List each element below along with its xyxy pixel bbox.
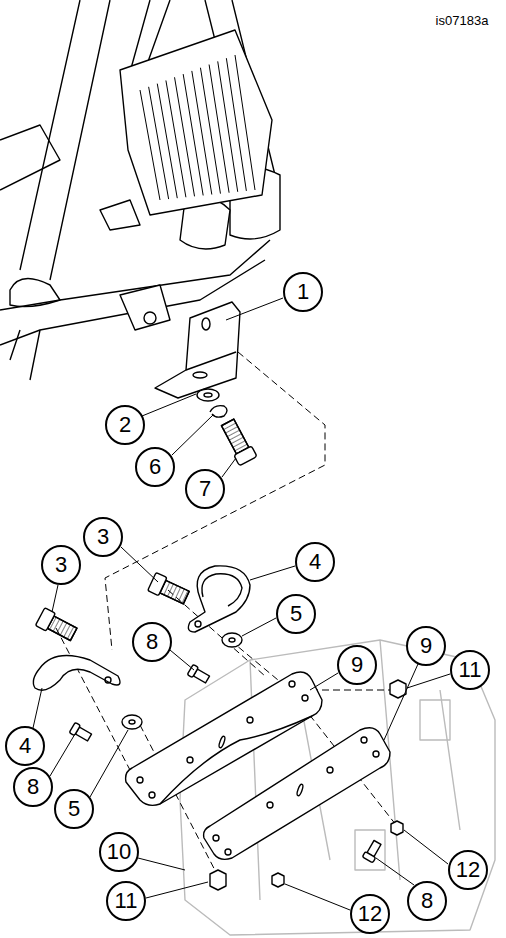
- mounting-bracket: [155, 302, 240, 398]
- callout-text: 5: [290, 603, 302, 625]
- callout-number: 7: [185, 469, 225, 509]
- assembly-line: [56, 352, 400, 880]
- callout-number: 11: [450, 650, 490, 690]
- callout-text: 10: [107, 841, 131, 863]
- callout-number: 4: [5, 726, 45, 766]
- bolt: [219, 418, 257, 466]
- callout-number: 8: [132, 622, 172, 662]
- leader-line: [33, 298, 450, 910]
- callout-text: 5: [68, 798, 80, 820]
- callout-number: 10: [99, 832, 139, 872]
- callout-number: 12: [350, 894, 390, 934]
- callout-text: 7: [199, 478, 211, 500]
- tool-pouch: [180, 640, 495, 935]
- callout-number: 9: [337, 645, 377, 685]
- callout-text: 12: [456, 859, 480, 881]
- callout-text: 12: [358, 903, 382, 925]
- pipe-clamp: [33, 656, 120, 691]
- callout-text: 3: [97, 526, 109, 548]
- callout-number: 3: [41, 545, 81, 585]
- figure-id: is07183a: [436, 13, 489, 28]
- callout-text: 11: [459, 659, 482, 681]
- callout-text: 4: [309, 551, 321, 573]
- callout-text: 3: [55, 554, 67, 576]
- flat-washer: [197, 389, 219, 401]
- callout-number: 2: [105, 405, 145, 445]
- callout-number: 5: [54, 789, 94, 829]
- callout-number: 4: [295, 542, 335, 582]
- callout-text: 4: [19, 735, 31, 757]
- callout-text: 2: [119, 414, 131, 436]
- callout-number: 1: [283, 272, 323, 312]
- callout-number: 11: [106, 881, 146, 921]
- callout-text: 8: [146, 631, 158, 653]
- callout-text: 11: [115, 890, 138, 912]
- callout-text: 9: [351, 654, 363, 676]
- mounting-plate: [204, 728, 390, 860]
- voltage-regulator: [120, 30, 272, 215]
- callout-text: 1: [297, 281, 309, 303]
- callout-number: 12: [448, 850, 488, 890]
- callout-text: 8: [27, 776, 39, 798]
- bolt: [35, 608, 78, 643]
- callout-number: 8: [13, 767, 53, 807]
- callout-number: 5: [276, 594, 316, 634]
- callout-text: 9: [420, 635, 432, 657]
- pipe-clamp: [188, 566, 250, 632]
- callout-number: 9: [406, 626, 446, 666]
- callout-number: 8: [407, 881, 447, 921]
- callout-number: 3: [83, 517, 123, 557]
- callout-number: 6: [135, 447, 175, 487]
- callout-text: 8: [421, 890, 433, 912]
- callout-text: 6: [149, 456, 161, 478]
